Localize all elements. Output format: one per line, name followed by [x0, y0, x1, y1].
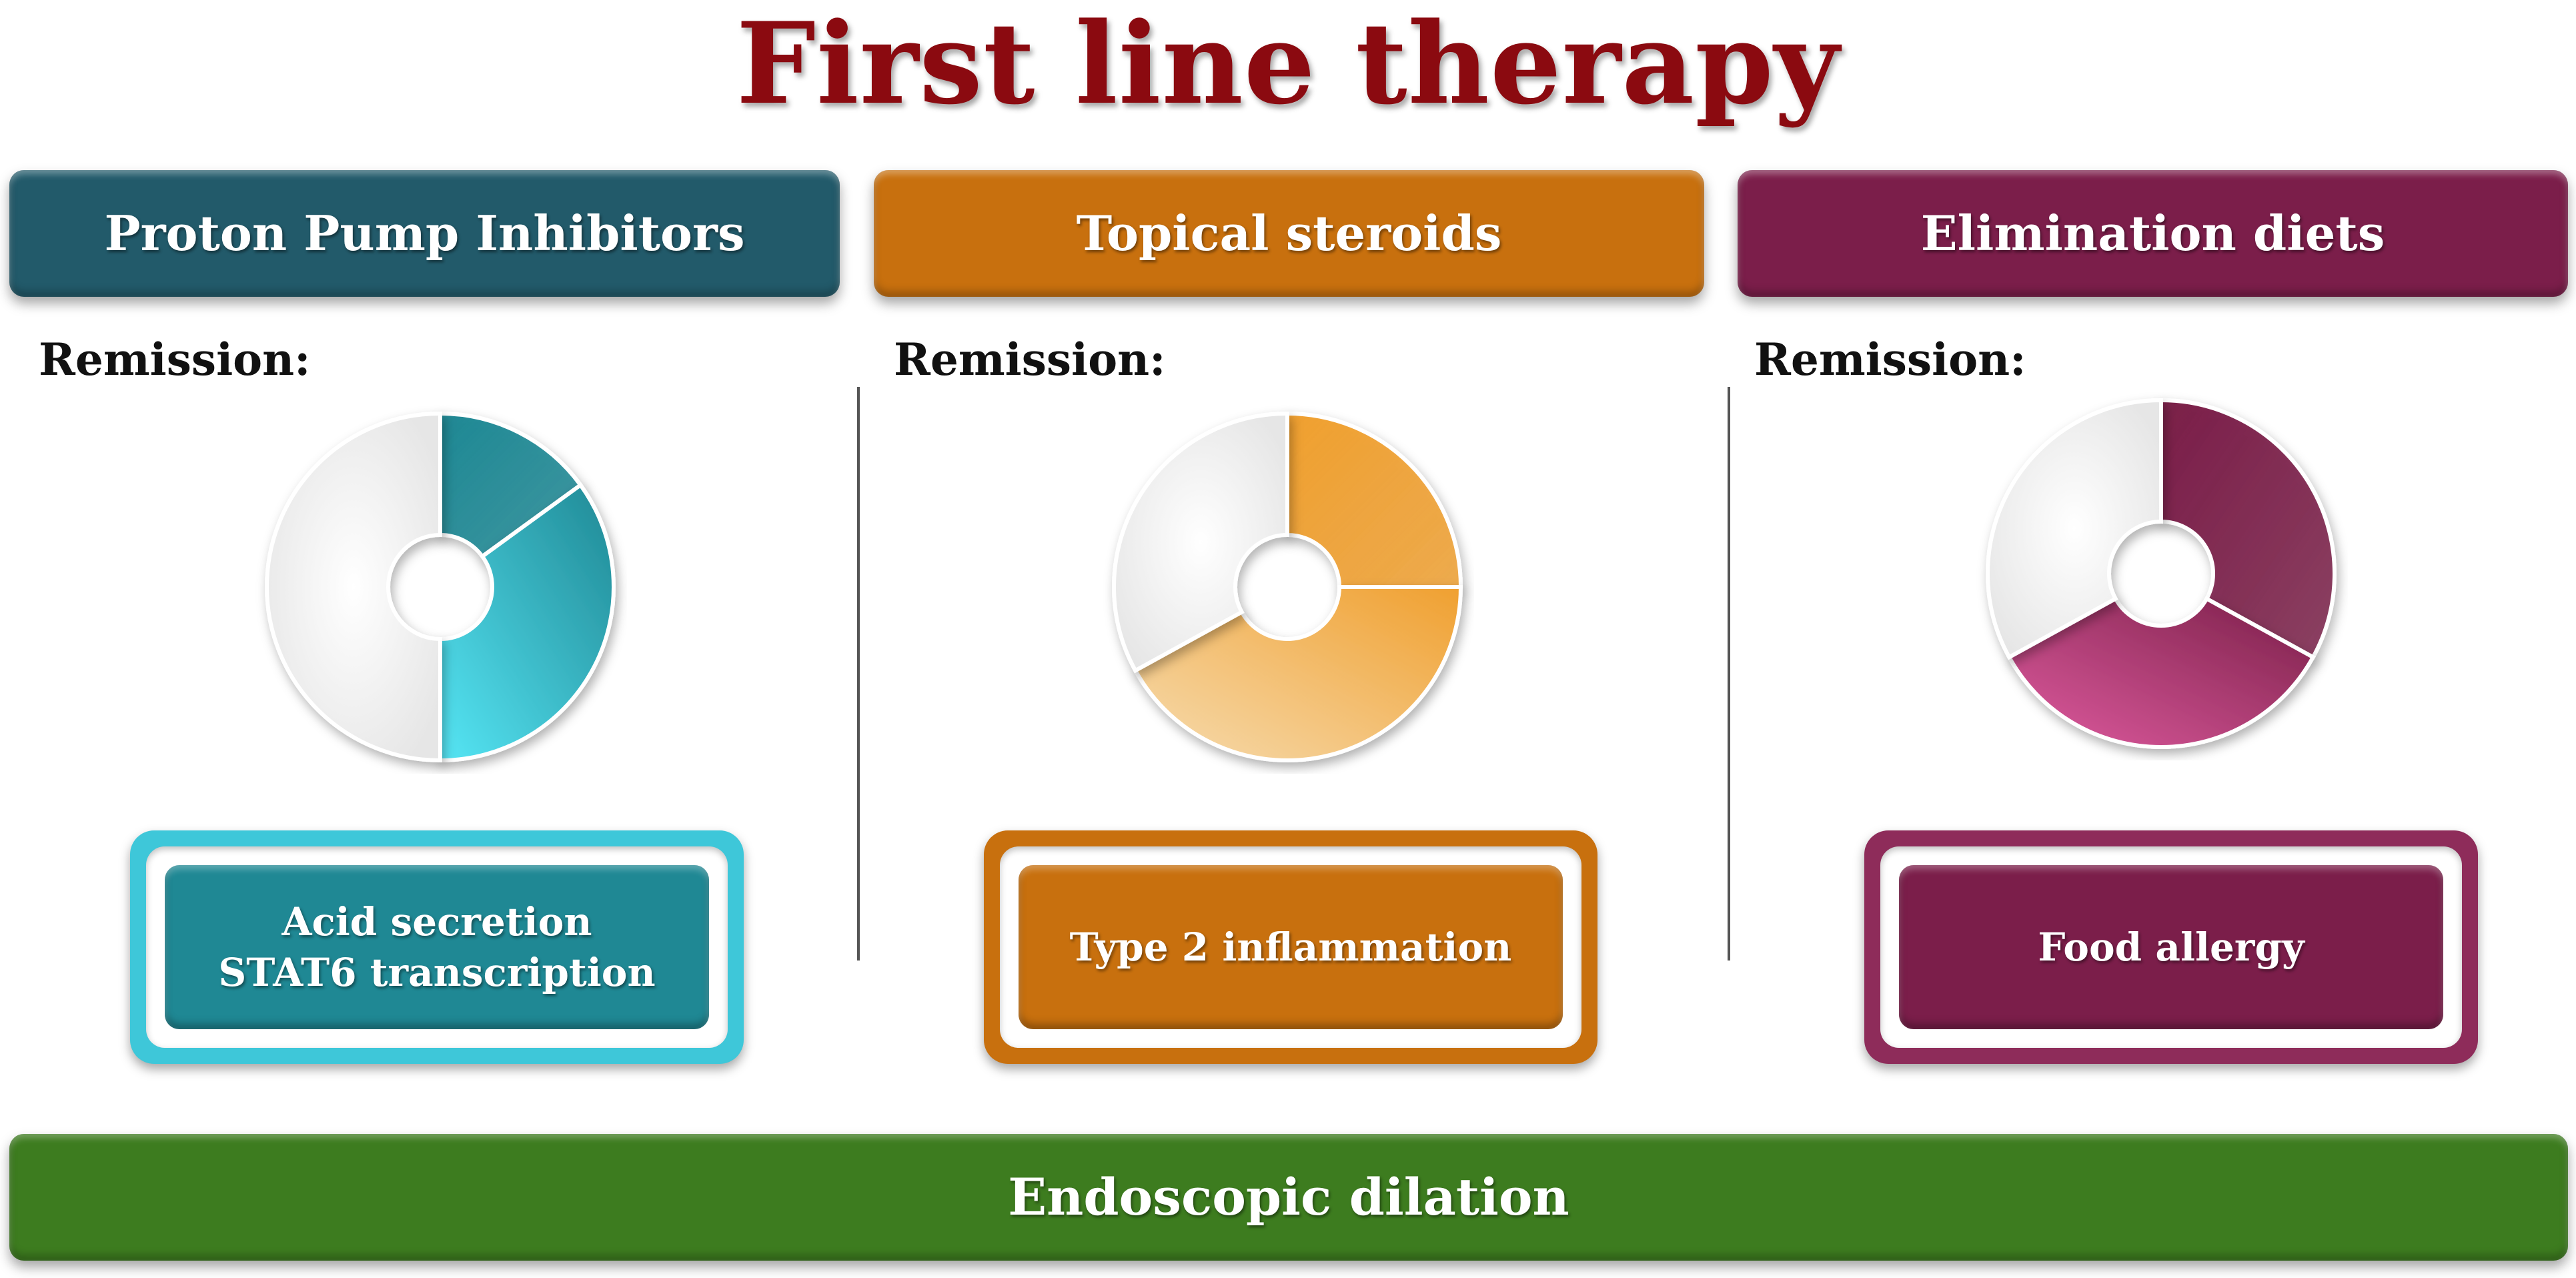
donut-segment-a [1285, 411, 1463, 589]
header-topical-steroids: Topical steroids [874, 170, 1704, 297]
remission-donut-steroids [1112, 411, 1463, 762]
column-divider-left [857, 387, 860, 961]
header-elimination-diets: Elimination diets [1738, 170, 2568, 297]
mechanism-box-diets: Food allergy [1899, 865, 2443, 1029]
donut-segment-a [2159, 398, 2337, 660]
remission-label-steroids: Remission: [894, 334, 1166, 386]
donut-segment-remainder [265, 411, 442, 763]
remission-label-diets: Remission: [1754, 334, 2026, 386]
mechanism-line-food-allergy: Food allergy [2038, 924, 2305, 970]
donut-segment-b [2006, 596, 2316, 749]
mechanism-line-acid-secretion: Acid secretion [281, 899, 592, 944]
mechanism-frame-ppi: Acid secretion STAT6 transcription [130, 830, 744, 1064]
remission-donut-ppi [265, 411, 616, 763]
footer-endoscopic-dilation: Endoscopic dilation [9, 1134, 2568, 1261]
donut-segment-b [1133, 585, 1463, 762]
remission-donut-diets [1986, 398, 2337, 749]
page-title: First line therapy [736, 0, 1840, 129]
donut-segment-remainder [1112, 411, 1289, 674]
mechanism-line-type2: Type 2 inflammation [1069, 924, 1512, 970]
donut-segment-a [438, 411, 584, 560]
mechanism-line-stat6: STAT6 transcription [218, 950, 656, 995]
remission-label-ppi: Remission: [39, 334, 311, 386]
mechanism-frame-diets: Food allergy [1864, 830, 2478, 1064]
mechanism-box-ppi: Acid secretion STAT6 transcription [165, 865, 709, 1029]
donut-segment-remainder [1986, 398, 2163, 660]
header-proton-pump-inhibitors: Proton Pump Inhibitors [9, 170, 840, 297]
mechanism-box-steroids: Type 2 inflammation [1019, 865, 1563, 1029]
mechanism-frame-steroids: Type 2 inflammation [984, 830, 1597, 1064]
column-divider-right [1728, 387, 1730, 961]
donut-segment-b [438, 482, 616, 763]
